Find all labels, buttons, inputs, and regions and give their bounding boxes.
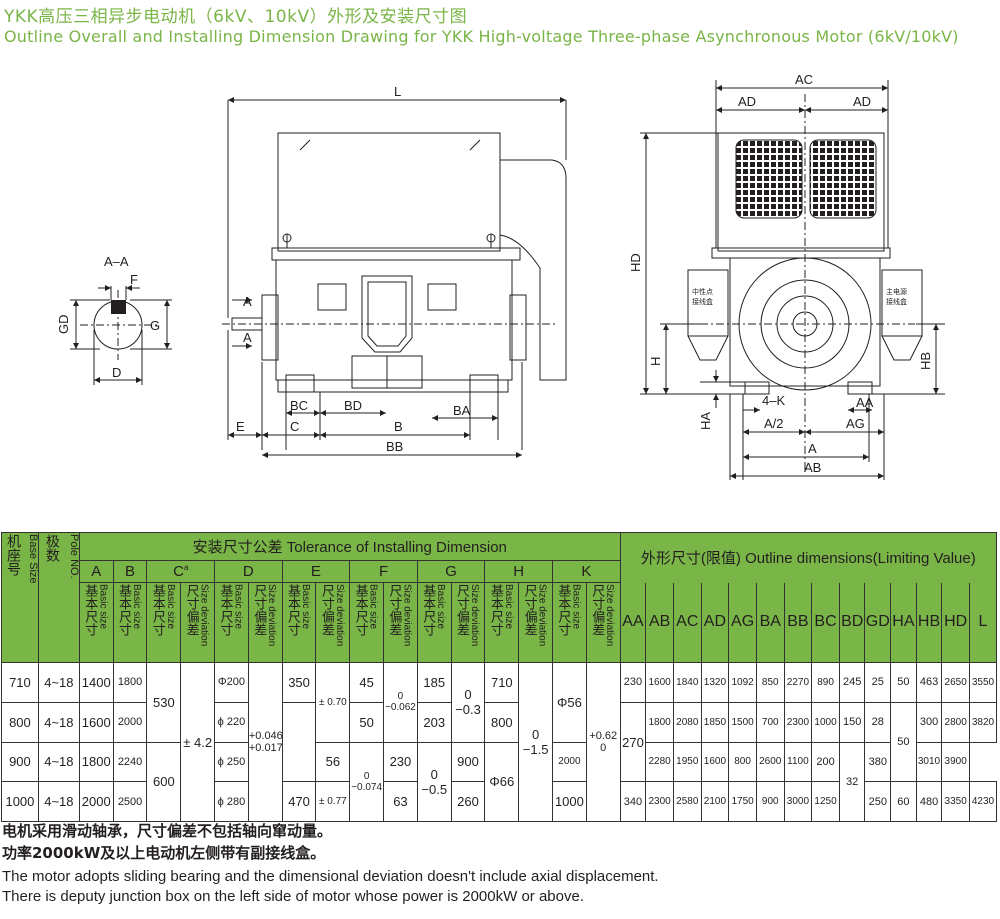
table-row: 1000 4~18 2000 2500 ϕ 280 470 ± 0.77 63 …	[1, 781, 998, 822]
label-a-bottom: A	[243, 330, 252, 345]
label-ad-right: AD	[853, 94, 871, 109]
col-g: G	[416, 560, 486, 583]
label-c: C	[290, 419, 299, 434]
end-view	[640, 80, 945, 480]
col-h: H	[484, 560, 554, 583]
label-hb: HB	[918, 352, 933, 370]
label-ha: HA	[698, 412, 713, 430]
label-main-box-2: 接线盒	[886, 297, 907, 306]
page-title-cn: YKK高压三相异步电动机（6kV、10kV）外形及安装尺寸图	[4, 7, 468, 27]
label-e: E	[236, 419, 245, 434]
label-gd: GD	[56, 315, 71, 335]
col-d: D	[214, 560, 283, 583]
label-neutral-box-1: 中性点	[692, 287, 713, 296]
col-k: K	[552, 560, 621, 583]
outline-drawing: A–A F GD G D L A A BC BD BA E C B BB AC …	[56, 72, 945, 480]
label-a-half: A/2	[764, 416, 784, 431]
label-d: D	[112, 365, 121, 380]
label-ab: AB	[804, 460, 821, 475]
label-g: G	[150, 318, 160, 333]
col-e: E	[281, 560, 351, 583]
col-f: F	[349, 560, 418, 583]
label-bb: BB	[386, 439, 403, 454]
label-ac: AC	[795, 72, 813, 87]
label-l: L	[394, 84, 401, 99]
table-row: 710 4~18 1400 1800 530 ± 4.2 Φ200 +0.046…	[1, 662, 998, 822]
note-en-1: The motor adopts sliding bearing and the…	[2, 868, 659, 885]
shaft-section-view	[70, 285, 172, 385]
label-ag: AG	[846, 416, 865, 431]
label-f: F	[130, 272, 138, 287]
label-main-box-1: 主电源	[886, 287, 907, 296]
col-a: A	[78, 560, 114, 583]
notes: 电机采用滑动轴承，尺寸偏差不包括轴向窜动量。 功率2000kW及以上电动机左侧带…	[2, 820, 659, 907]
install-header: 安装尺寸公差 Tolerance of Installing Dimension	[78, 532, 621, 561]
table-row: 800 4~18 1600 2000 ϕ 220 ± 0.70 50 203 8…	[1, 701, 998, 783]
label-neutral-box-2: 接线盒	[692, 297, 713, 306]
label-section-aa: A–A	[104, 254, 129, 269]
page-title-en: Outline Overall and Installing Dimension…	[4, 27, 959, 46]
label-ad-left: AD	[738, 94, 756, 109]
note-cn-2: 功率2000kW及以上电动机左侧带有副接线盒。	[2, 844, 326, 862]
label-h: H	[648, 357, 663, 366]
label-bd: BD	[344, 398, 362, 413]
col-b: B	[112, 560, 148, 583]
label-aa: AA	[856, 395, 874, 410]
label-a-top: A	[243, 294, 252, 309]
label-a-end: A	[808, 441, 817, 456]
col-c: Ca	[146, 560, 216, 583]
note-cn-1: 电机采用滑动轴承，尺寸偏差不包括轴向窜动量。	[2, 822, 333, 840]
label-b: B	[394, 419, 403, 434]
label-4k: 4–K	[762, 393, 785, 408]
label-ba: BA	[453, 403, 471, 418]
label-bc: BC	[290, 398, 308, 413]
note-en-2: There is deputy junction box on the left…	[2, 888, 584, 905]
outline-header: 外形尺寸(限值) Outline dimensions(Limiting Val…	[619, 532, 998, 583]
table-row: 900 4~18 1800 2240 600 ϕ 250 56 0−0.074 …	[1, 741, 997, 822]
label-hd: HD	[628, 253, 643, 272]
side-view	[222, 97, 567, 458]
